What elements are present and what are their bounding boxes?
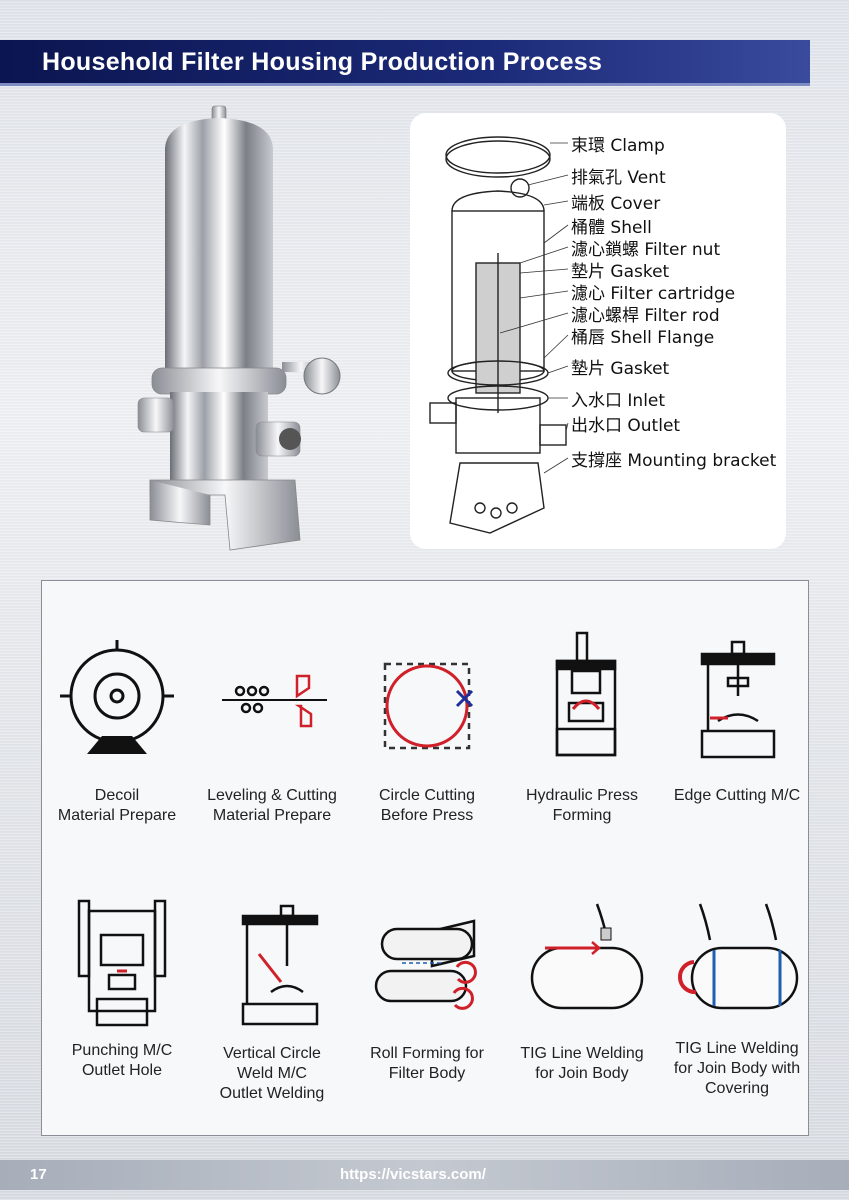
tig-covering-icon — [677, 903, 799, 1010]
step-circle-cutting: Circle Cutting Before Press — [352, 636, 502, 824]
part-label-vent: 排氣孔 Vent — [571, 168, 666, 188]
part-label-mounting-bracket: 支撐座 Mounting bracket — [571, 451, 777, 471]
circle-cutting-icon — [383, 662, 474, 750]
step-hydraulic-line2: Forming — [552, 807, 612, 824]
page-title: Household Filter Housing Production Proc… — [42, 48, 603, 76]
part-label-filter-rod: 濾心螺桿 Filter rod — [571, 306, 720, 326]
step-decoil: Decoil Material Prepare — [42, 636, 192, 824]
step-covering-line1: TIG Line Welding — [675, 1040, 799, 1057]
step-circle-line1: Circle Cutting — [378, 787, 476, 804]
leveling-rollers-icon — [222, 674, 327, 728]
step-vertical-line2: Weld M/C — [237, 1065, 307, 1082]
page-number: 17 — [30, 1166, 47, 1183]
punching-machine-icon — [77, 899, 167, 1027]
step-roll-line1: Roll Forming for — [370, 1045, 484, 1062]
footer-bar: 17 https://vicstars.com/ — [0, 1160, 849, 1190]
step-leveling-line1: Leveling & Cutting — [207, 787, 337, 804]
part-label-filter-cartridge: 濾心 Filter cartridge — [571, 284, 736, 304]
step-tig-line2: for Join Body — [535, 1065, 629, 1082]
part-label-shell-flange: 桶唇 Shell Flange — [571, 328, 715, 348]
hydraulic-press-icon — [555, 631, 617, 757]
step-circle-line2: Before Press — [380, 807, 474, 824]
step-leveling-cutting: Leveling & Cutting Material Prepare — [197, 636, 347, 824]
roll-forming-icon — [374, 919, 477, 1010]
edge-cutting-machine-icon — [700, 640, 776, 759]
step-hydraulic-line1: Hydraulic Press — [525, 787, 639, 804]
step-covering-line2: for Join Body with — [673, 1060, 801, 1077]
part-label-outlet: 出水口 Outlet — [571, 416, 681, 436]
part-label-clamp: 束環 Clamp — [571, 136, 665, 156]
step-leveling-line2: Material Prepare — [212, 807, 332, 824]
part-label-inlet: 入水口 Inlet — [571, 391, 666, 411]
part-label-gasket-top: 墊片 Gasket — [571, 262, 670, 282]
part-label-cover: 端板 Cover — [571, 194, 661, 214]
step-hydraulic-press: Hydraulic Press Forming — [507, 631, 657, 824]
step-tig-covering: TIG Line Welding for Join Body with Cove… — [662, 896, 812, 1097]
exploded-diagram-panel: 束環 Clamp 排氣孔 Vent 端板 Cover 桶體 Shell 濾心鎖螺… — [410, 113, 786, 549]
exploded-diagram — [429, 136, 569, 534]
step-edge-cutting: Edge Cutting M/C — [662, 636, 812, 804]
step-punching-line1: Punching M/C — [71, 1042, 173, 1059]
step-vertical-circle-weld: Vertical Circle Weld M/C Outlet Welding — [197, 896, 347, 1102]
part-label-filter-nut: 濾心鎖螺 Filter nut — [571, 240, 721, 260]
step-decoil-line1: Decoil — [94, 787, 140, 804]
filter-housing-image — [130, 100, 360, 560]
step-edge-line1: Edge Cutting M/C — [673, 787, 801, 804]
website-link[interactable]: https://vicstars.com/ — [340, 1166, 486, 1183]
step-decoil-line2: Material Prepare — [57, 807, 177, 824]
step-vertical-line3: Outlet Welding — [219, 1085, 325, 1102]
step-covering-line3: Covering — [704, 1080, 770, 1097]
step-tig-line1: TIG Line Welding — [520, 1045, 644, 1062]
process-steps-panel: Decoil Material Prepare Leveling & Cutti… — [41, 580, 809, 1136]
tig-welding-icon — [530, 903, 644, 1010]
step-punching-line2: Outlet Hole — [81, 1062, 163, 1079]
part-label-gasket-bottom: 墊片 Gasket — [571, 359, 670, 379]
part-label-shell: 桶體 Shell — [571, 218, 652, 238]
step-vertical-line1: Vertical Circle — [223, 1045, 321, 1062]
vertical-weld-machine-icon — [241, 904, 319, 1026]
step-roll-line2: Filter Body — [388, 1065, 466, 1082]
title-bar: Household Filter Housing Production Proc… — [0, 40, 810, 86]
step-roll-forming: Roll Forming for Filter Body — [352, 901, 502, 1082]
step-punching: Punching M/C Outlet Hole — [47, 891, 197, 1079]
decoil-icon — [60, 640, 174, 754]
step-tig-line-welding: TIG Line Welding for Join Body — [507, 896, 657, 1082]
